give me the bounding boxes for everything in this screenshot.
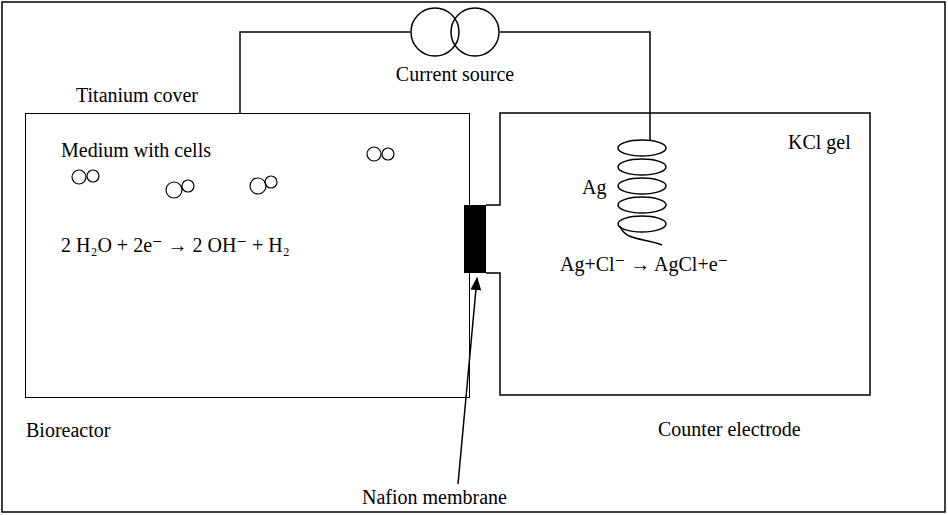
source-circle bbox=[451, 8, 499, 56]
chamber-label: Bioreactor bbox=[26, 419, 110, 441]
coil-tail bbox=[620, 226, 662, 245]
bioreactor-box: Titanium coverMedium with cells2 H₂O + 2… bbox=[25, 113, 470, 398]
nafion-membrane bbox=[464, 205, 486, 273]
membrane-label: Nafion membrane bbox=[362, 486, 507, 508]
cell bbox=[250, 178, 266, 194]
cell bbox=[182, 180, 194, 192]
cell bbox=[265, 176, 277, 188]
silver-coil bbox=[618, 159, 666, 175]
medium-label: Medium with cells bbox=[61, 139, 211, 161]
silver-coil bbox=[618, 197, 666, 213]
cell bbox=[87, 170, 99, 182]
electrode-label: Ag bbox=[582, 176, 606, 198]
electrode-lead bbox=[649, 113, 651, 140]
source-circle bbox=[411, 8, 459, 56]
gel-chamber-outline bbox=[486, 113, 870, 395]
source-label: Current source bbox=[370, 63, 540, 85]
wire bbox=[240, 32, 410, 113]
silver-coil bbox=[618, 216, 666, 232]
cell bbox=[382, 148, 394, 160]
cell bbox=[367, 147, 381, 161]
current-source-outline bbox=[410, 7, 500, 57]
reaction-equation: Ag+Cl⁻ → AgCl+e⁻ bbox=[560, 253, 728, 275]
silver-coil bbox=[618, 178, 666, 194]
leader-line bbox=[458, 278, 477, 484]
cover-label: Titanium cover bbox=[76, 84, 198, 106]
current-source: Current source bbox=[410, 7, 500, 57]
gel-label: KCl gel bbox=[788, 131, 851, 153]
chamber-label: Counter electrode bbox=[658, 418, 801, 440]
silver-coil bbox=[618, 140, 666, 156]
counter-electrode-box: KCl gelAgAg+Cl⁻ → AgCl+e⁻Counter electro… bbox=[470, 113, 870, 395]
reaction-equation: 2 H₂O + 2e⁻ → 2 OH⁻ + H₂ bbox=[61, 234, 290, 256]
cell bbox=[72, 170, 86, 184]
wire bbox=[500, 32, 650, 113]
cell bbox=[166, 182, 182, 198]
